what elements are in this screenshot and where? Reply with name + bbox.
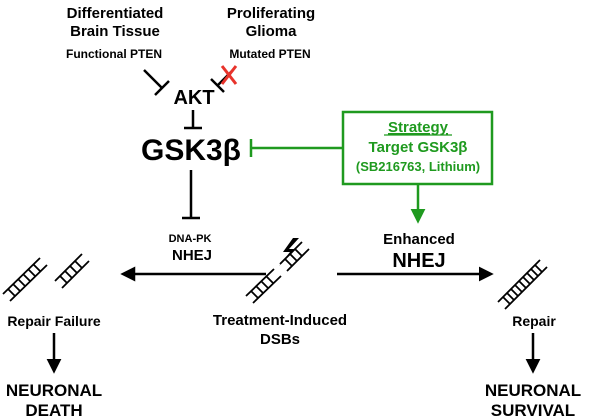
repair-label: Repair xyxy=(512,313,556,329)
dsb-label-line2: DSBs xyxy=(260,331,300,348)
strategy-target: Target GSK3β xyxy=(369,139,468,156)
dsb-dna-icon xyxy=(245,241,310,304)
differentiated-label-line1: Differentiated xyxy=(67,5,164,22)
dnapk-label: DNA-PK xyxy=(169,233,212,245)
mutated-pten-label: Mutated PTEN xyxy=(229,47,310,61)
red-x-icon xyxy=(220,65,238,85)
survival-label-line1: NEURONAL xyxy=(485,381,581,400)
repaired-dna-icon xyxy=(497,259,548,310)
enhanced-nhej-label: NHEJ xyxy=(392,250,445,272)
lightning-bolt-icon xyxy=(279,238,299,266)
strategy-agents: (SB216763, Lithium) xyxy=(356,159,480,174)
functional-pten-inhibition-bar xyxy=(154,80,170,96)
differentiated-label-line2: Brain Tissue xyxy=(70,23,160,40)
enhanced-label: Enhanced xyxy=(383,231,455,248)
mutated-pten-inhibition-bar xyxy=(210,78,225,93)
gsk3b-label: GSK3β xyxy=(141,134,241,167)
death-label-line2: DEATH xyxy=(25,401,82,418)
nhej-label: NHEJ xyxy=(172,247,212,264)
proliferating-label-line2: Glioma xyxy=(246,23,298,40)
proliferating-label-line1: Proliferating xyxy=(227,5,315,22)
akt-label: AKT xyxy=(173,87,214,109)
repair-failure-label: Repair Failure xyxy=(7,313,101,329)
strategy-title: Strategy xyxy=(388,119,449,136)
functional-pten-inhibition-line xyxy=(143,69,163,89)
survival-label-line2: SURVIVAL xyxy=(491,401,575,418)
death-label-line1: NEURONAL xyxy=(6,381,102,400)
broken-dna-icon xyxy=(2,253,90,302)
functional-pten-label: Functional PTEN xyxy=(66,47,162,61)
dsb-label-line1: Treatment-Induced xyxy=(213,312,347,329)
